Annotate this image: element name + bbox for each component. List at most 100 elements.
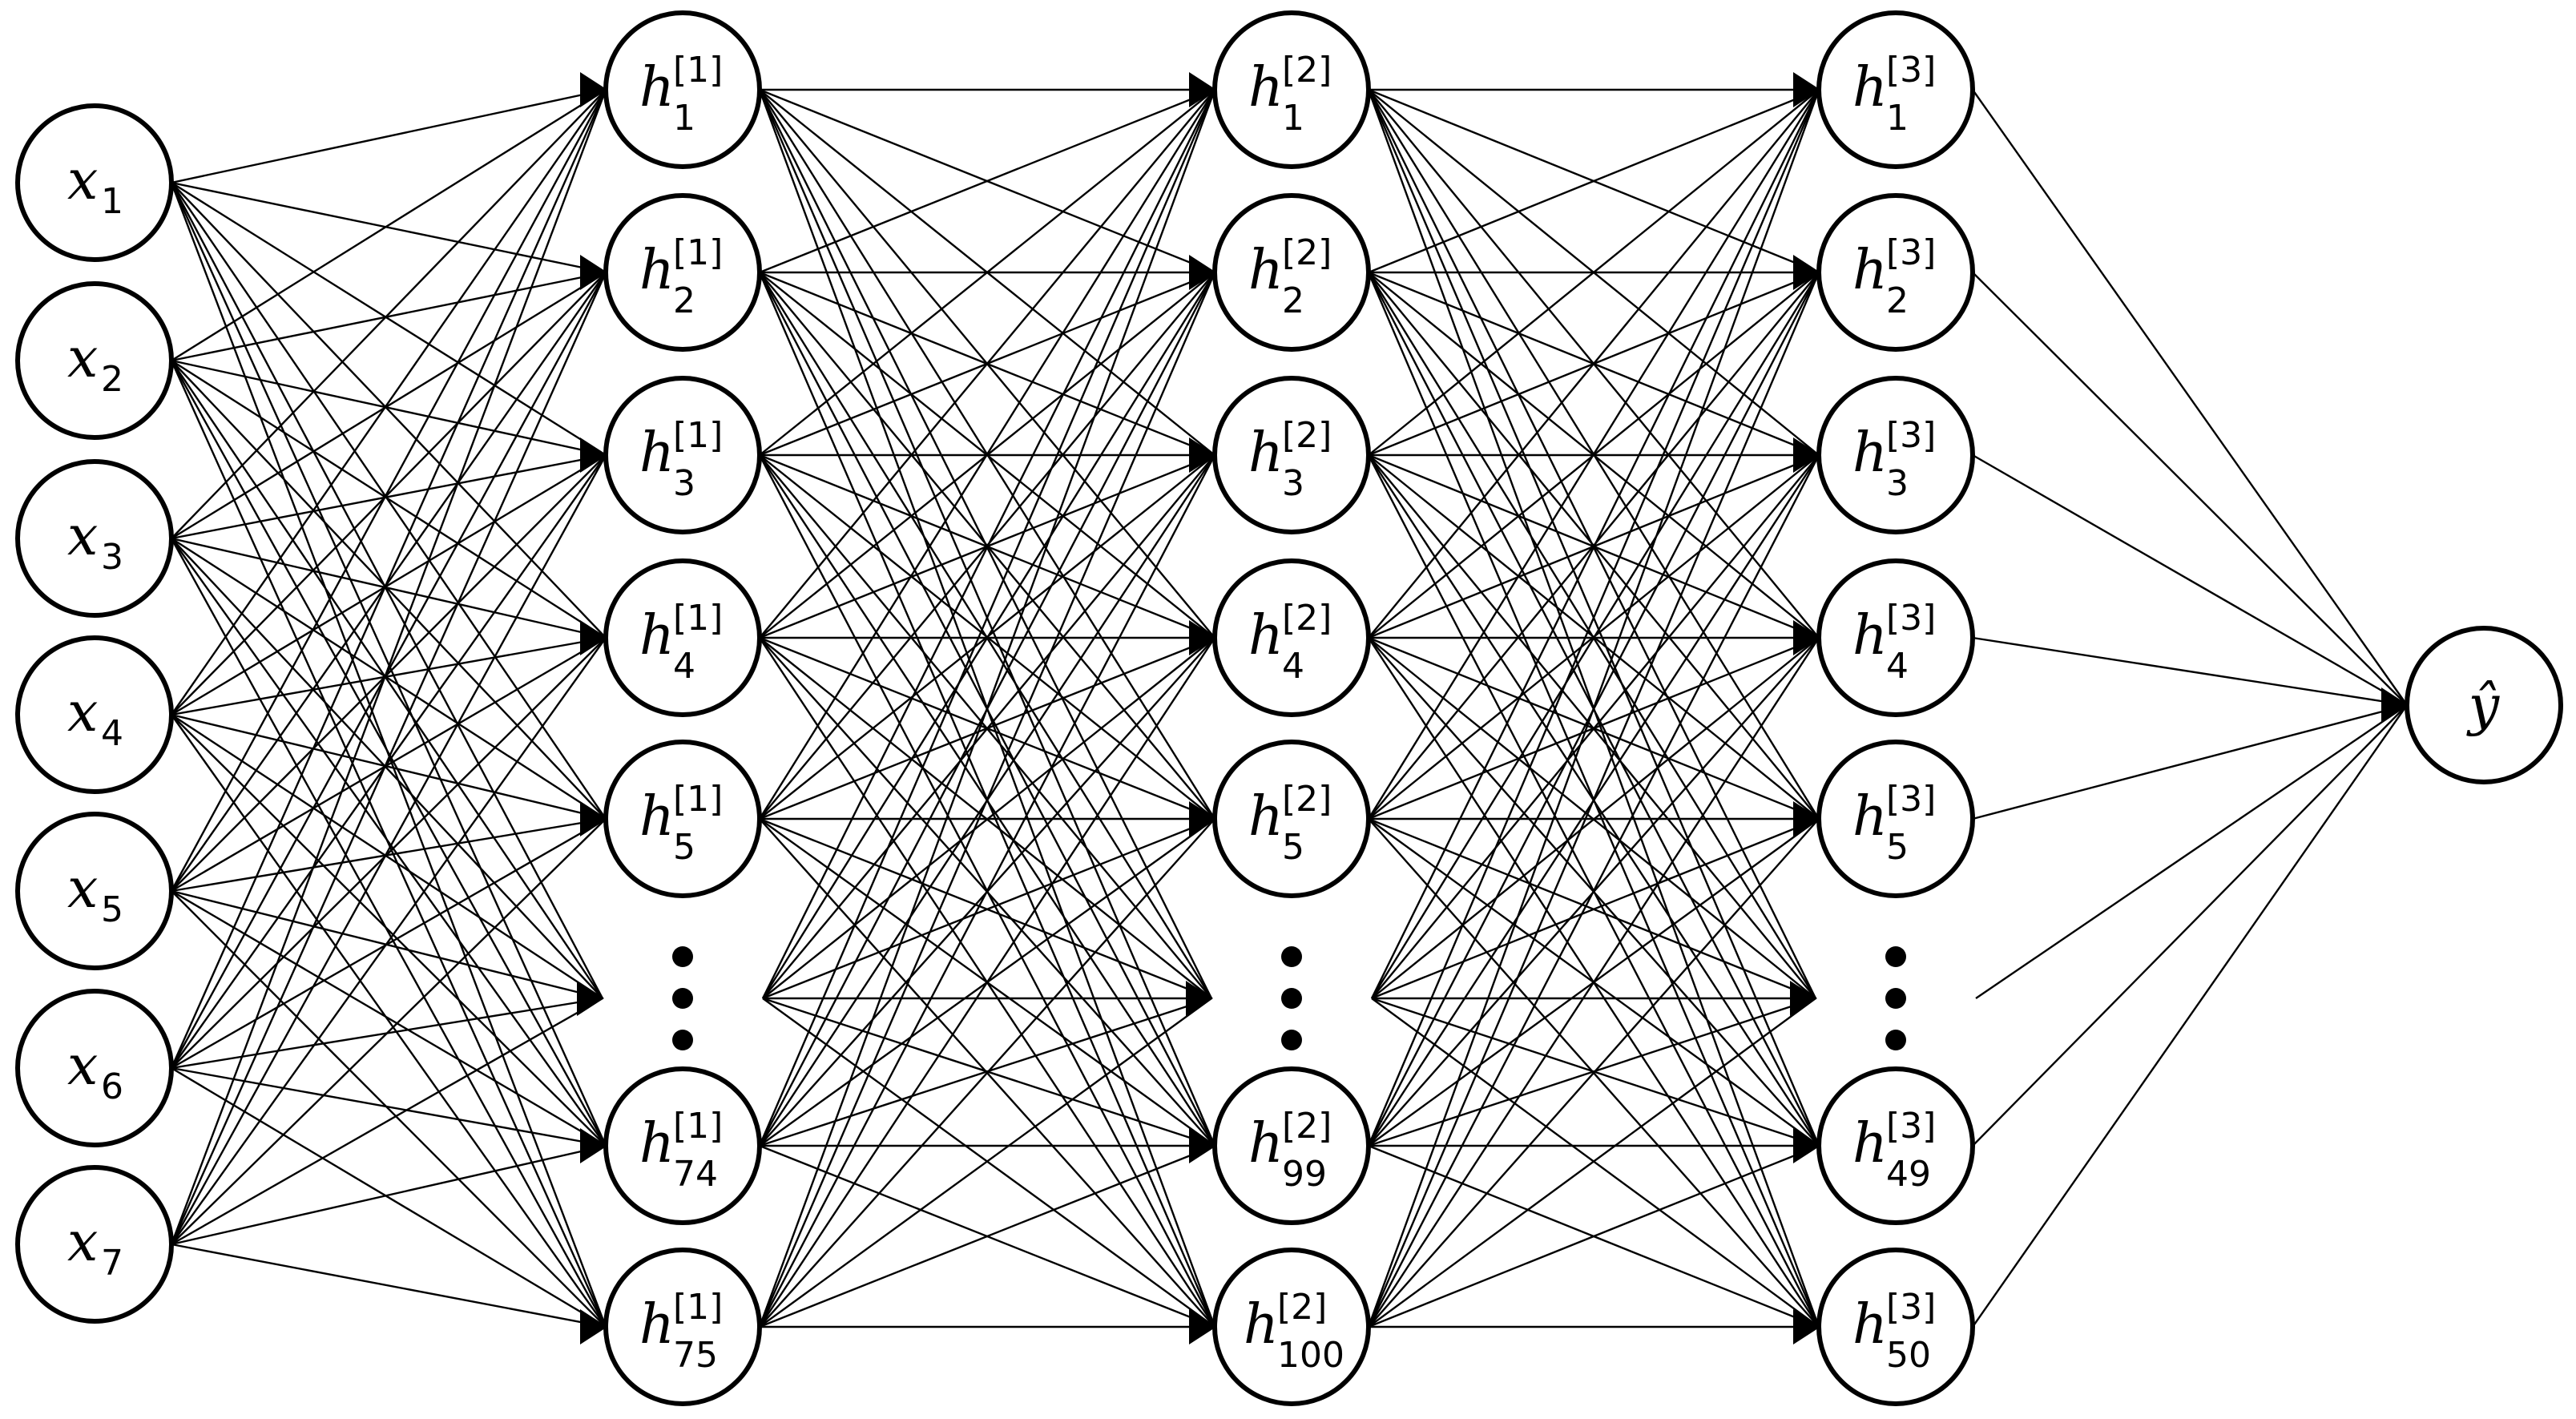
node-label: h[1]75 <box>639 1287 723 1376</box>
connection-input-1-to-hidden-1-3 <box>171 181 607 457</box>
node-label: h[2] 100 <box>1244 1287 1344 1376</box>
connection-hidden-2-5-to-hidden-3-6 <box>1368 817 1816 1000</box>
node-label-superscript: [1] <box>673 598 723 639</box>
node-output: ŷ <box>2405 626 2563 784</box>
connection-hidden-1-5-to-hidden-2-6 <box>759 817 1212 1000</box>
connection-input-6-to-hidden-1-3 <box>171 454 607 1069</box>
node-label-superscript: [2] <box>1282 598 1332 639</box>
node-label-subscript: 75 <box>673 1335 718 1376</box>
node-label-subscript: 4 <box>101 713 123 754</box>
connection-hidden-2-8-to-hidden-3-4 <box>1367 637 1820 1328</box>
node-label-subscript: 50 <box>1886 1335 1931 1376</box>
connection-input-5-to-hidden-1-5 <box>171 817 607 893</box>
node-hidden-2-99: h[2]99 <box>1212 1066 1371 1225</box>
connection-input-6-to-hidden-1-4 <box>171 637 607 1069</box>
ellipsis-dot <box>672 946 693 967</box>
node-label-base: h <box>1852 239 1888 302</box>
node-hidden-2-2: h[2]2 <box>1212 193 1371 352</box>
node-hidden-1-1: h[1]1 <box>603 10 762 169</box>
connection-hidden-1-6-to-hidden-2-2 <box>761 272 1216 999</box>
node-label: h[2]4 <box>1248 598 1332 687</box>
connection-hidden-1-6-to-hidden-2-1 <box>761 89 1216 999</box>
node-label-base: h <box>639 1112 675 1175</box>
node-label: h[1]2 <box>639 232 723 321</box>
connection-hidden-1-8-to-hidden-2-3 <box>758 454 1216 1328</box>
node-label-subscript: 4 <box>673 646 695 687</box>
node-hidden-3-1: h[3]1 <box>1816 10 1975 169</box>
connection-input-1-to-hidden-1-6 <box>170 182 604 999</box>
connection-hidden-3-6-to-output-1 <box>1975 704 2408 999</box>
node-label-superscript: [2] <box>1282 415 1332 456</box>
node-label-subscript: 100 <box>1277 1335 1344 1376</box>
arrowhead-hidden-2-4 <box>1189 620 1216 655</box>
node-label-base: ŷ <box>2466 675 2501 738</box>
connection-hidden-1-8-to-hidden-2-4 <box>758 637 1216 1328</box>
node-label-subscript: 2 <box>1886 280 1909 321</box>
node-input-5: x5 <box>15 812 174 970</box>
node-circle <box>1212 376 1371 534</box>
connection-hidden-2-2-to-hidden-3-1 <box>1368 88 1820 274</box>
node-label-subscript: 3 <box>1282 463 1304 504</box>
connection-input-6-to-hidden-1-1 <box>170 89 607 1069</box>
connection-input-1-to-hidden-1-7 <box>170 182 607 1147</box>
node-label-superscript: [2] <box>1277 1287 1327 1328</box>
arrowhead-hidden-3-5 <box>1793 801 1820 836</box>
connection-hidden-1-8-to-hidden-2-6 <box>759 998 1212 1328</box>
node-label: h[3]50 <box>1852 1287 1936 1376</box>
node-circle <box>603 376 762 534</box>
connection-hidden-2-6-to-hidden-3-8 <box>1371 998 1820 1328</box>
connection-hidden-1-8-to-hidden-2-2 <box>758 272 1216 1328</box>
node-label: h[2]2 <box>1248 232 1332 321</box>
node-hidden-2-1: h[2]1 <box>1212 10 1371 169</box>
node-hidden-2-3: h[2] 3 <box>1212 376 1371 534</box>
connection-hidden-3-2-to-output-1 <box>1972 272 2408 706</box>
connection-hidden-1-2-to-hidden-2-1 <box>759 88 1215 274</box>
connection-hidden-2-3-to-hidden-3-1 <box>1368 89 1820 456</box>
node-hidden-1-3: h[1]3 <box>603 376 762 534</box>
node-label-subscript: 4 <box>1282 646 1304 687</box>
node-label-subscript: 4 <box>1886 646 1909 687</box>
node-label-subscript: 3 <box>101 537 123 578</box>
connection-input-3-to-hidden-1-5 <box>171 537 607 820</box>
arrowhead-hidden-1-3 <box>580 437 607 473</box>
node-circle <box>603 1066 762 1225</box>
node-label-base: h <box>1852 1112 1888 1175</box>
node-circle <box>1212 1066 1371 1225</box>
node-label-subscript: 2 <box>673 280 695 321</box>
node-label-base: x <box>67 505 98 568</box>
arrowhead-hidden-3-1 <box>1793 72 1820 107</box>
connection-input-3-to-hidden-1-1 <box>171 89 607 539</box>
ellipsis-dot <box>1281 1030 1302 1050</box>
arrowhead-output-1 <box>2381 687 2409 723</box>
node-label: h[3]49 <box>1852 1106 1936 1195</box>
ellipsis-dot <box>1885 946 1906 967</box>
node-hidden-2-4: h[2]4 <box>1212 558 1371 717</box>
node-circle <box>15 812 174 970</box>
node-label-base: h <box>639 1293 675 1357</box>
connection-input-2-to-hidden-1-1 <box>171 88 607 362</box>
connection-input-7-to-hidden-1-6 <box>171 997 603 1246</box>
node-label-base: h <box>1248 421 1284 485</box>
node-circle <box>15 281 174 440</box>
node-label: h[3]5 <box>1852 779 1936 868</box>
connection-hidden-2-7-to-hidden-3-6 <box>1368 997 1816 1147</box>
connection-hidden-1-6-to-hidden-2-8 <box>762 998 1215 1328</box>
node-label-superscript: [3] <box>1886 1287 1936 1328</box>
connection-hidden-3-3-to-output-1 <box>1972 454 2408 707</box>
node-input-4: x4 <box>15 635 174 794</box>
node-label-superscript: [3] <box>1886 50 1936 91</box>
node-label-subscript: 5 <box>1886 827 1909 868</box>
connection-input-4-to-hidden-1-1 <box>171 89 607 716</box>
node-hidden-3-50: h[3]50 <box>1816 1248 1975 1406</box>
arrowhead-hidden-1-8 <box>580 1309 607 1344</box>
node-label: h[2]1 <box>1248 50 1332 139</box>
connection-hidden-2-7-to-hidden-3-1 <box>1367 89 1820 1147</box>
node-label-base: h <box>1244 1293 1279 1357</box>
node-circle <box>1816 740 1975 898</box>
arrowhead-hidden-2-3 <box>1189 437 1216 473</box>
node-label: x1 <box>67 149 123 222</box>
node-label-base: x <box>67 857 98 921</box>
node-circle <box>1816 558 1975 717</box>
node-label-base: x <box>67 1034 98 1098</box>
ellipsis-dot <box>672 988 693 1009</box>
